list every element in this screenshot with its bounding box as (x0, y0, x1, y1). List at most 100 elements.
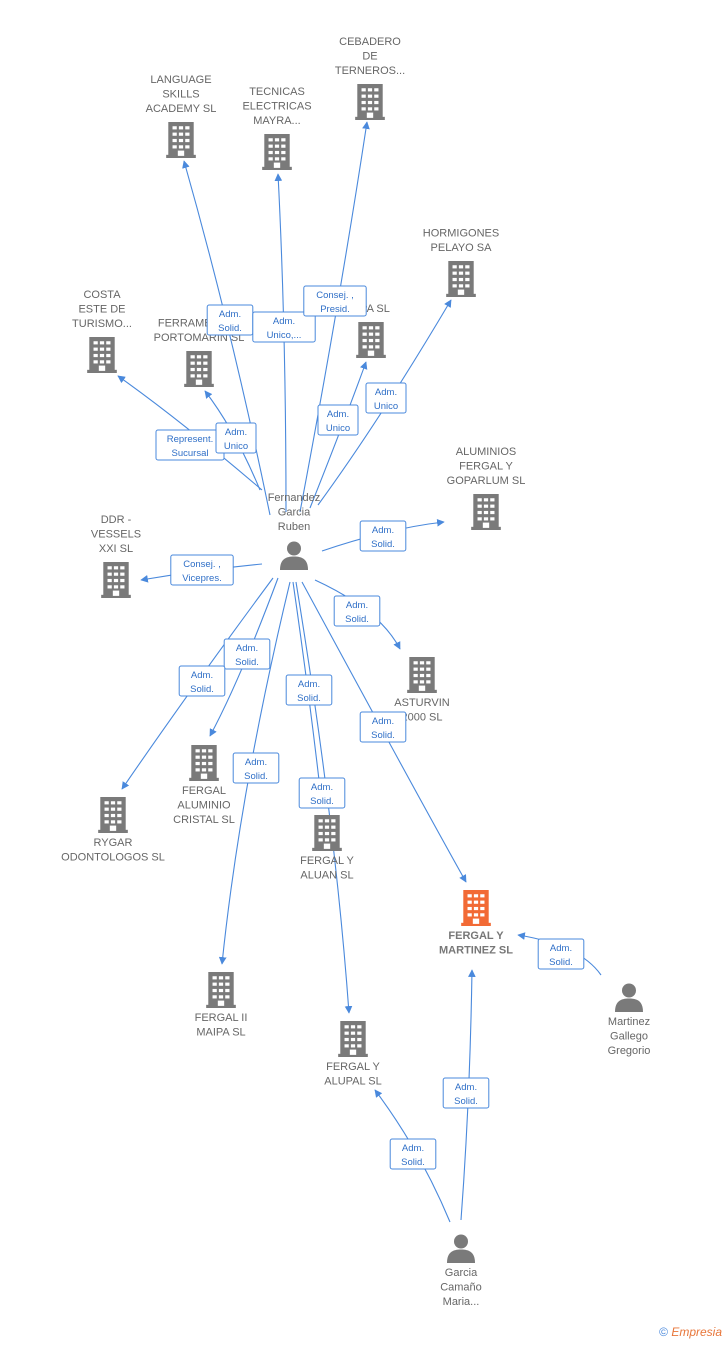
relation-label-text: Solid. (371, 539, 395, 550)
building-icon (338, 1021, 368, 1057)
relation-label-text: Solid. (190, 684, 214, 695)
relation-label-e5[interactable]: Represent.Sucursal (155, 429, 225, 461)
node-label: ALUMINIOS (456, 446, 517, 458)
relation-label-box (178, 665, 226, 697)
node-label: ELECTRICAS (242, 101, 311, 113)
company-node-cebadero[interactable]: CEBADERODETERNEROS... (335, 36, 405, 120)
relation-label-text: Unico (326, 423, 350, 434)
relation-label-text: Solid. (297, 693, 321, 704)
node-label: DDR - (101, 514, 132, 526)
node-label: CRISTAL SL (173, 814, 235, 826)
brand-name[interactable]: Empresia (671, 1325, 722, 1339)
copyright-symbol: © (659, 1325, 668, 1339)
node-label: ALUPAL SL (324, 1076, 381, 1088)
relation-label-e7[interactable]: Adm.Unico (317, 404, 359, 436)
person-node-garcia[interactable]: GarciaCamañoMaria... (440, 1234, 482, 1309)
relation-label-e16[interactable]: Adm. Solid. (298, 777, 346, 809)
node-label: 2000 SL (402, 712, 443, 724)
relation-label-text: Solid. (310, 796, 334, 807)
building-icon (98, 797, 128, 833)
node-label: XXI SL (99, 543, 133, 555)
node-label: Martinez (608, 1016, 650, 1028)
relation-label-text: Unico (224, 441, 248, 452)
relation-label-box (215, 422, 257, 454)
relation-label-e17[interactable]: Adm.Solid. (537, 938, 585, 970)
relation-label-box (359, 520, 407, 552)
building-icon (356, 322, 386, 358)
relation-label-text: Adm. (191, 670, 213, 681)
relation-label-e19[interactable]: Adm.Solid. (389, 1138, 437, 1170)
building-icon (312, 815, 342, 851)
relation-label-e11[interactable]: Adm.Solid. (223, 638, 271, 670)
relation-label-e6[interactable]: Adm.Unico (215, 422, 257, 454)
relation-label-e10[interactable]: Adm.Solid. (333, 595, 381, 627)
building-icon (262, 134, 292, 170)
node-label: Maria... (443, 1296, 480, 1308)
building-icon (166, 122, 196, 158)
edge-labels-layer: Adm.Solid.Adm.Unico,...Consej. ,Presid.A… (155, 285, 585, 1170)
relation-label-box (285, 674, 333, 706)
relation-label-e9[interactable]: Consej. ,Vicepres. (170, 554, 234, 586)
building-icon (461, 890, 491, 926)
node-label: TECNICAS (249, 86, 305, 98)
relation-label-text: Solid. (218, 323, 242, 334)
node-label: MAYRA... (253, 115, 300, 127)
node-label: MAIPA SL (196, 1027, 245, 1039)
building-icon (189, 745, 219, 781)
building-icon (471, 494, 501, 530)
node-label: FERGAL Y (459, 461, 513, 473)
node-label: Gallego (610, 1031, 648, 1043)
footer-brand: © Empresia (659, 1325, 722, 1339)
node-label: FERGAL (182, 785, 226, 797)
node-label: DE (362, 51, 377, 63)
relation-label-e8[interactable]: Adm.Solid. (359, 520, 407, 552)
node-label: RYGAR (94, 837, 133, 849)
relation-label-text: Solid. (345, 614, 369, 625)
relation-label-e1[interactable]: Adm.Solid. (206, 304, 254, 336)
building-icon (101, 562, 131, 598)
relation-label-box (298, 777, 346, 809)
relation-label-text: Adm. (311, 782, 333, 793)
node-label: ESTE DE (78, 304, 125, 316)
relation-label-e15[interactable]: Adm. Solid. (285, 674, 333, 706)
relation-label-text: Adm. (298, 679, 320, 690)
relation-label-e12[interactable]: Adm. Solid. (178, 665, 226, 697)
relation-label-text: Solid. (235, 657, 259, 668)
relation-label-text: Adm. (375, 387, 397, 398)
relation-label-e13[interactable]: Adm.Solid. (359, 711, 407, 743)
node-label: Camaño (440, 1282, 482, 1294)
relation-label-e14[interactable]: Adm.Solid. (232, 752, 280, 784)
relation-label-text: Adm. (372, 716, 394, 727)
relation-label-box (537, 938, 585, 970)
node-label: Garcia (278, 507, 311, 519)
relation-label-text: Unico,... (267, 330, 302, 341)
relation-label-e4[interactable]: Adm.Unico (365, 382, 407, 414)
relation-label-text: Adm. (455, 1082, 477, 1093)
company-node-rygar[interactable]: RYGAR ODONTOLOGOS SL (61, 797, 165, 864)
node-label: ODONTOLOGOS SL (61, 852, 165, 864)
relation-label-e18[interactable]: Adm.Solid. (442, 1077, 490, 1109)
building-icon (446, 261, 476, 297)
company-node-tecnicas[interactable]: TECNICAS ELECTRICAS MAYRA... (242, 86, 312, 170)
relation-label-text: Adm. (245, 757, 267, 768)
building-icon (206, 972, 236, 1008)
relation-edge-e16 (295, 581, 353, 1014)
relation-label-e3[interactable]: Consej. ,Presid. (303, 285, 367, 317)
relation-label-e2[interactable]: Adm.Unico,... (252, 311, 316, 343)
building-icon (355, 84, 385, 120)
relation-label-text: Solid. (549, 957, 573, 968)
